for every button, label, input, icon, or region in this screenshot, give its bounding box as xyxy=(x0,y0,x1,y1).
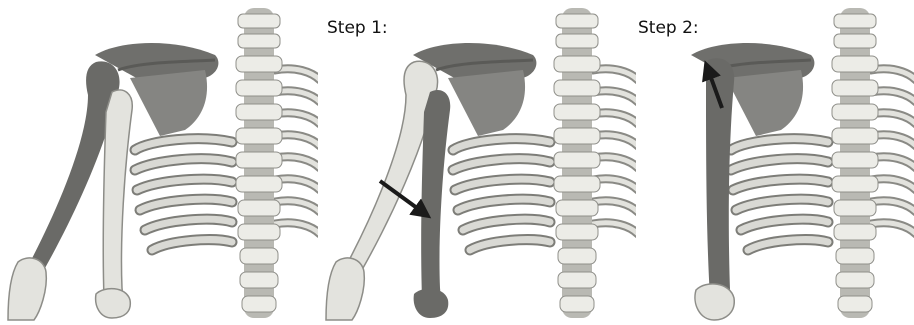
step-2-label: Step 2: xyxy=(638,18,699,38)
elbow-neutral-initial xyxy=(96,289,131,318)
panel-initial xyxy=(8,8,320,320)
panel-step1 xyxy=(318,0,638,325)
elbow-initial xyxy=(8,258,46,320)
humerus-neutral-initial xyxy=(103,90,132,302)
panel-step2 xyxy=(636,0,914,325)
step-1-label: Step 1: xyxy=(327,18,388,38)
elbow-step2 xyxy=(695,284,734,320)
